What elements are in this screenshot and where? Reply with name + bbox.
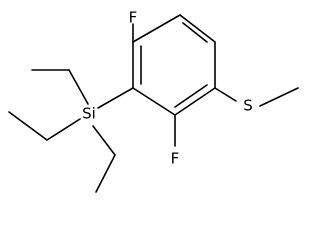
- bond-c-si: [97, 87, 134, 109]
- bond-si-ethyl3-b: [95, 154, 116, 193]
- bond-c-s: [214, 87, 237, 102]
- atom-label-si: Si: [82, 105, 96, 123]
- double-bond-inner-1: [182, 22, 208, 43]
- bond-ring-1: [132, 14, 181, 43]
- double-bond-inner-3: [174, 84, 208, 108]
- bond-si-ethyl1-a: [68, 69, 89, 105]
- bond-si-ethyl3-a: [92, 125, 116, 156]
- atom-label-s: S: [243, 97, 253, 115]
- bond-si-ethyl2-b: [8, 111, 48, 141]
- bond-ring-2: [179, 14, 216, 43]
- benzene-ring: [132, 14, 216, 116]
- bond-ring-5: [132, 87, 176, 116]
- bond-s-methyl: [259, 87, 299, 107]
- bond-si-ethyl2-a: [46, 118, 81, 141]
- bond-ring-4: [174, 87, 216, 116]
- atom-label-f-bottom: F: [171, 150, 180, 168]
- chemical-structure: F F Si S: [8, 9, 299, 193]
- atom-label-f-top: F: [129, 9, 138, 27]
